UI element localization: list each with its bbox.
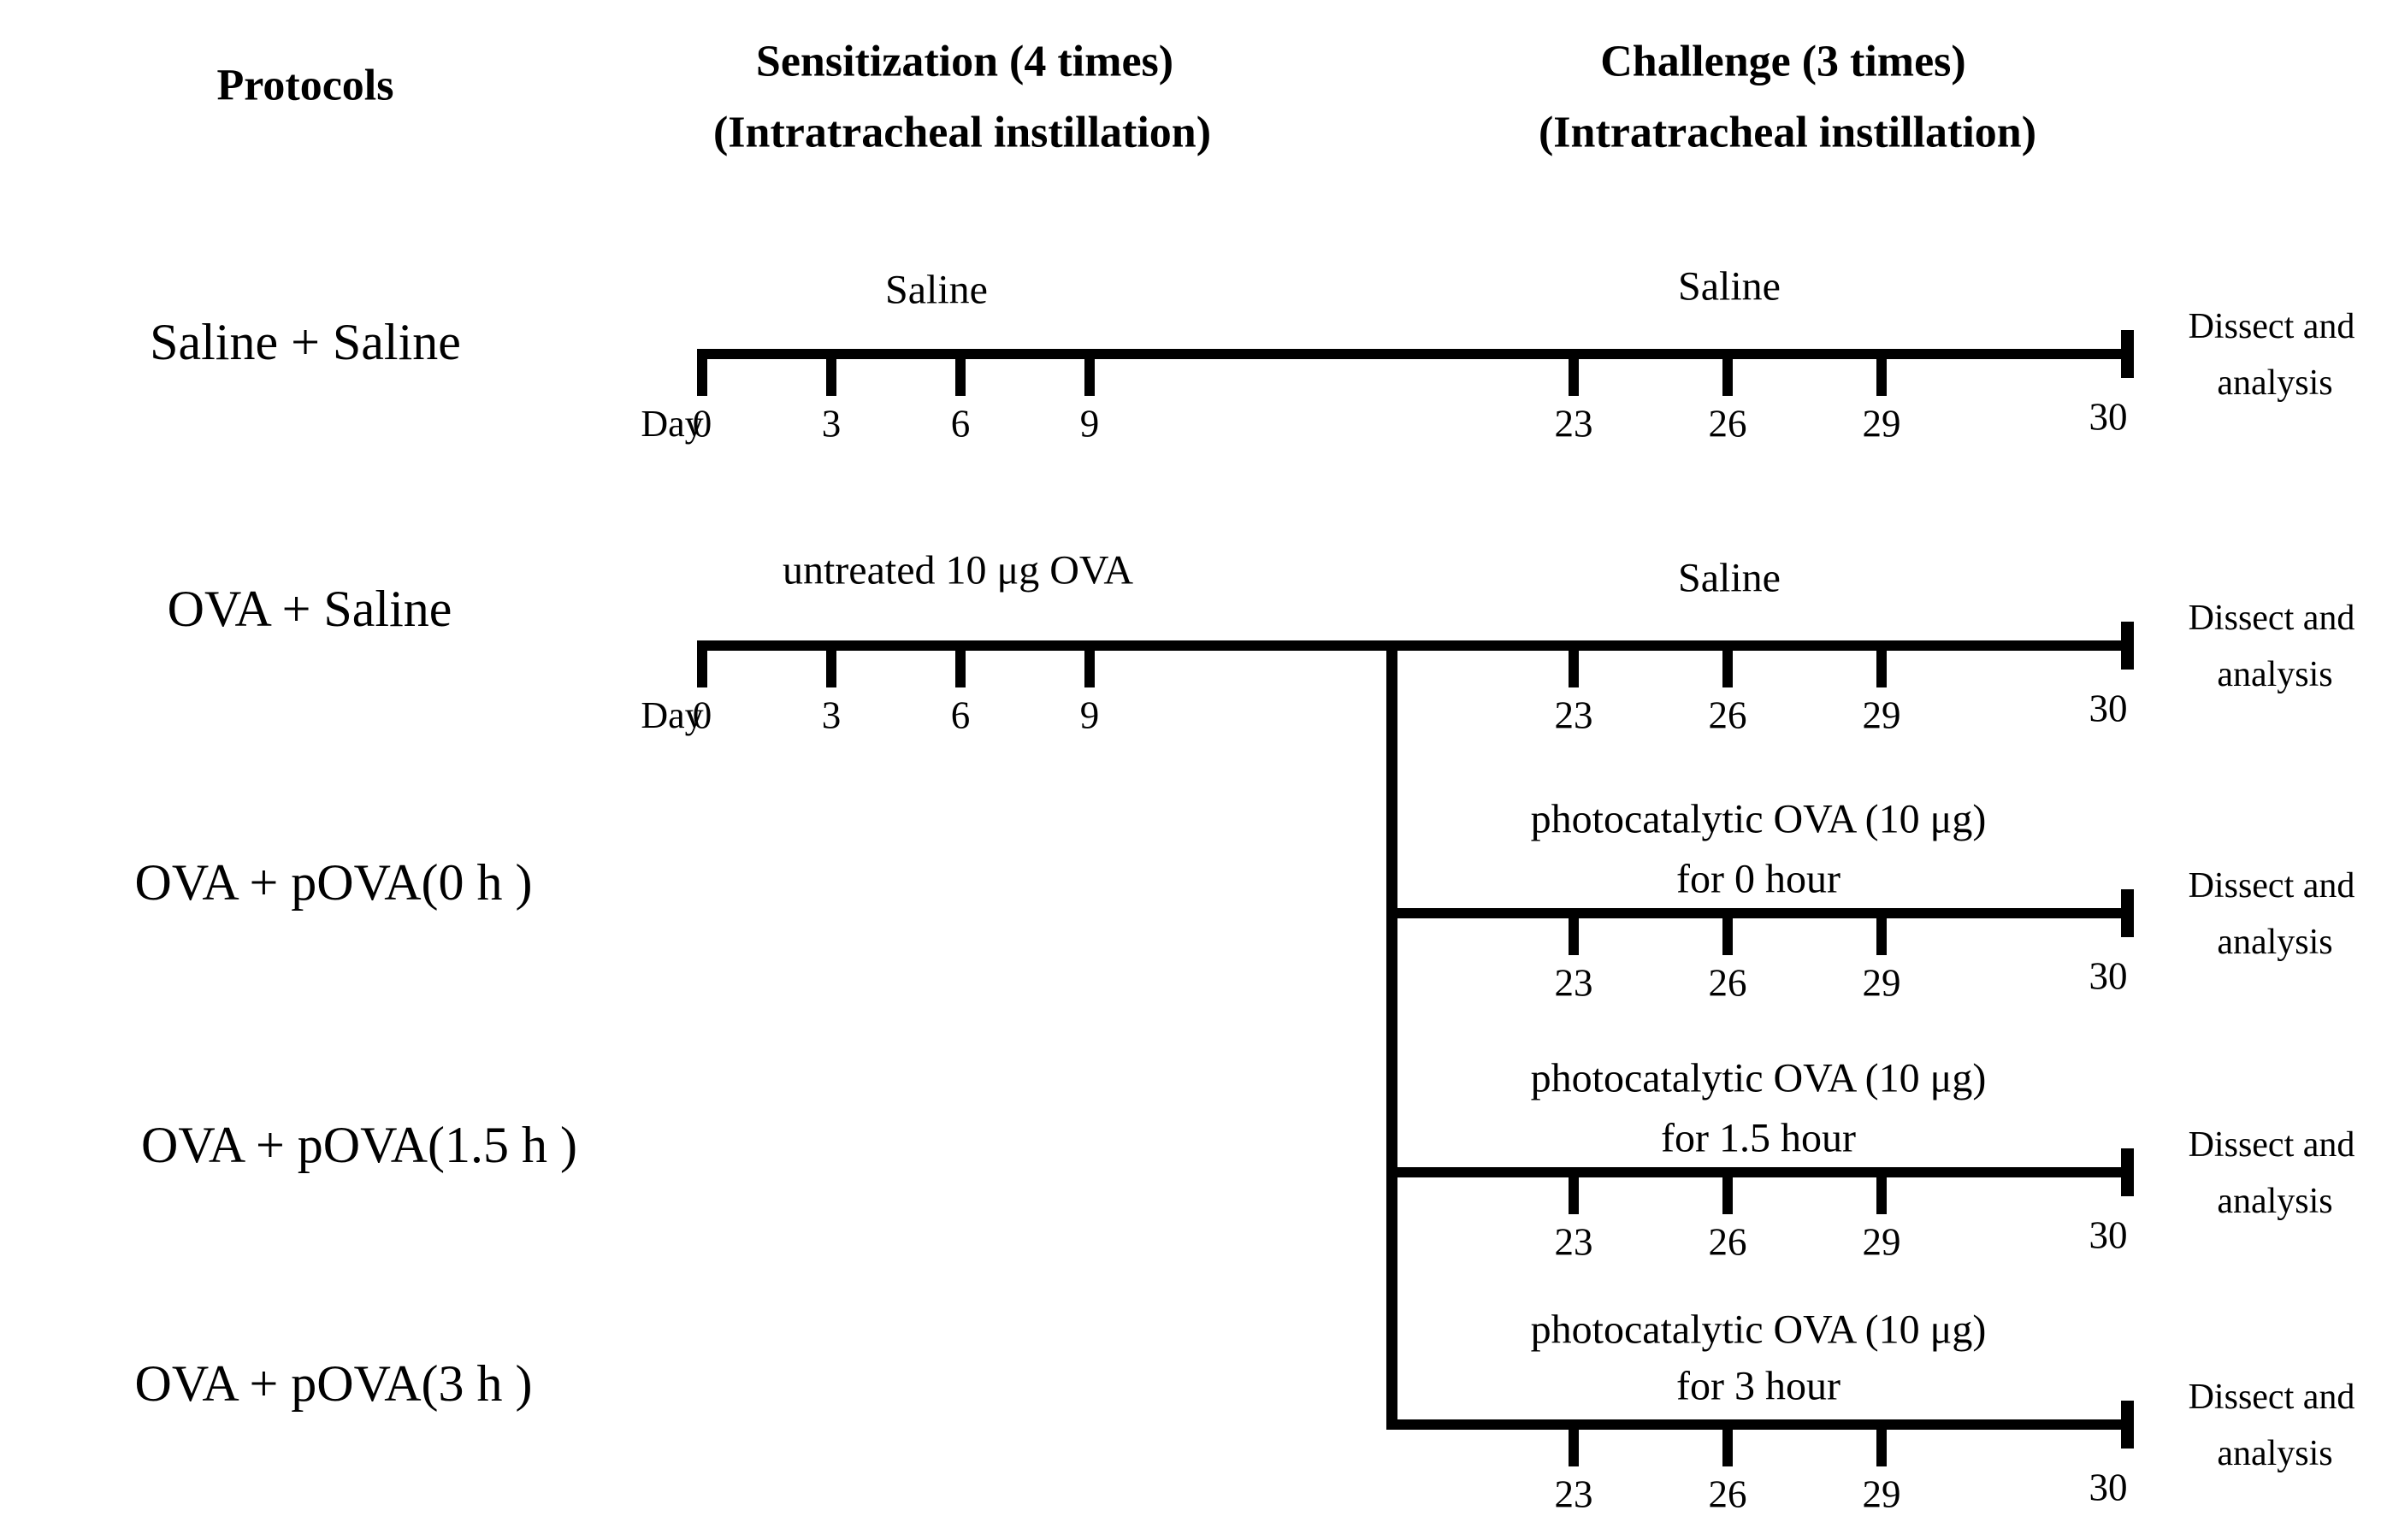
day-tick bbox=[1084, 640, 1095, 687]
day-tick bbox=[1876, 1167, 1887, 1214]
day-tick-label: 29 bbox=[1862, 402, 1901, 445]
timeline-end-tick bbox=[2121, 622, 2134, 670]
day-tick-label-end: 30 bbox=[2089, 1466, 2128, 1509]
timeline-end-tick bbox=[2121, 1401, 2134, 1449]
challenge-treatment-label: photocatalytic OVA (10 μg) bbox=[1530, 1307, 1987, 1353]
day-axis-label: Day bbox=[641, 693, 704, 736]
timeline-line bbox=[1386, 1167, 2134, 1177]
day-tick bbox=[1722, 640, 1733, 687]
timeline-end-tick bbox=[2121, 330, 2134, 378]
column-header-sensitization-line2: (Intratracheal instillation) bbox=[712, 108, 1212, 157]
day-tick bbox=[955, 349, 966, 396]
day-tick-label: 29 bbox=[1862, 961, 1901, 1005]
protocol-label: OVA + pOVA(3 h ) bbox=[134, 1355, 533, 1412]
day-tick bbox=[1722, 1419, 1733, 1466]
day-tick bbox=[1876, 349, 1887, 396]
day-tick bbox=[697, 349, 707, 396]
day-tick-label: 3 bbox=[821, 402, 842, 445]
dissect-note-line2: analysis bbox=[2217, 1433, 2333, 1473]
day-tick bbox=[1569, 908, 1579, 955]
dissect-note-line1: Dissect and bbox=[2188, 598, 2355, 638]
dissect-note-line2: analysis bbox=[2217, 363, 2333, 403]
timeline-line bbox=[1386, 1419, 2134, 1430]
day-tick-label: 23 bbox=[1554, 1472, 1593, 1516]
dissect-note-line2: analysis bbox=[2217, 654, 2333, 694]
day-tick-label: 26 bbox=[1708, 961, 1747, 1005]
timeline-line bbox=[697, 349, 2134, 359]
day-tick-label: 9 bbox=[1079, 693, 1100, 737]
day-tick-label: 23 bbox=[1554, 1220, 1593, 1264]
challenge-treatment-label-line2: for 0 hour bbox=[1676, 856, 1840, 902]
challenge-treatment-label: Saline bbox=[1678, 263, 1781, 310]
day-tick bbox=[1722, 1167, 1733, 1214]
protocol-label: OVA + Saline bbox=[167, 581, 452, 637]
challenge-treatment-label-line2: for 1.5 hour bbox=[1661, 1115, 1856, 1161]
day-tick bbox=[1569, 640, 1579, 687]
day-tick-label: 9 bbox=[1079, 402, 1100, 445]
day-tick-label: 29 bbox=[1862, 1220, 1901, 1264]
sensitization-treatment-label: untreated 10 μg OVA bbox=[782, 547, 1134, 593]
day-tick-label: 6 bbox=[950, 402, 971, 445]
day-tick bbox=[826, 640, 836, 687]
day-tick-label: 29 bbox=[1862, 693, 1901, 737]
column-header-sensitization-line1: Sensitization (4 times) bbox=[755, 37, 1174, 86]
dissect-note-line1: Dissect and bbox=[2188, 306, 2355, 346]
day-tick-label-end: 30 bbox=[2089, 1213, 2128, 1257]
day-tick bbox=[1722, 349, 1733, 396]
day-tick-label: 0 bbox=[692, 693, 712, 737]
dissect-note-line1: Dissect and bbox=[2188, 1124, 2355, 1165]
day-tick-label: 3 bbox=[821, 693, 842, 737]
day-tick bbox=[1084, 349, 1095, 396]
day-tick bbox=[1876, 1419, 1887, 1466]
day-tick-label-end: 30 bbox=[2089, 954, 2128, 998]
challenge-treatment-label: Saline bbox=[1678, 555, 1781, 601]
day-tick bbox=[1876, 640, 1887, 687]
protocol-label: OVA + pOVA(1.5 h ) bbox=[141, 1117, 577, 1173]
timeline-line bbox=[697, 640, 2134, 651]
day-tick-label: 0 bbox=[692, 402, 712, 445]
day-tick-label: 26 bbox=[1708, 1472, 1747, 1516]
column-header-challenge-line1: Challenge (3 times) bbox=[1600, 37, 1966, 86]
challenge-treatment-label-line2: for 3 hour bbox=[1676, 1363, 1840, 1409]
day-tick bbox=[1876, 908, 1887, 955]
day-tick bbox=[1569, 349, 1579, 396]
challenge-treatment-label: photocatalytic OVA (10 μg) bbox=[1530, 796, 1987, 842]
branch-connector-line bbox=[1386, 640, 1397, 1430]
challenge-treatment-label: photocatalytic OVA (10 μg) bbox=[1530, 1055, 1987, 1101]
day-tick bbox=[697, 640, 707, 687]
day-axis-label: Day bbox=[641, 402, 704, 445]
dissect-note-line2: analysis bbox=[2217, 922, 2333, 962]
protocol-label: OVA + pOVA(0 h ) bbox=[134, 854, 533, 911]
column-header-protocols: Protocols bbox=[216, 61, 394, 110]
day-tick bbox=[826, 349, 836, 396]
day-tick bbox=[1569, 1419, 1579, 1466]
day-tick-label: 26 bbox=[1708, 402, 1747, 445]
day-tick bbox=[955, 640, 966, 687]
day-tick bbox=[1722, 908, 1733, 955]
timeline-line bbox=[1386, 908, 2134, 918]
day-tick-label: 29 bbox=[1862, 1472, 1901, 1516]
timeline-end-tick bbox=[2121, 889, 2134, 937]
day-tick bbox=[1569, 1167, 1579, 1214]
day-tick-label-end: 30 bbox=[2089, 687, 2128, 730]
timeline-end-tick bbox=[2121, 1148, 2134, 1196]
day-tick-label: 23 bbox=[1554, 693, 1593, 737]
day-tick-label: 6 bbox=[950, 693, 971, 737]
day-tick-label: 26 bbox=[1708, 693, 1747, 737]
day-tick-label: 23 bbox=[1554, 402, 1593, 445]
day-tick-label-end: 30 bbox=[2089, 395, 2128, 439]
dissect-note-line1: Dissect and bbox=[2188, 1377, 2355, 1417]
sensitization-treatment-label: Saline bbox=[885, 267, 988, 313]
column-header-challenge-line2: (Intratracheal instillation) bbox=[1538, 108, 2037, 157]
dissect-note-line1: Dissect and bbox=[2188, 865, 2355, 906]
dissect-note-line2: analysis bbox=[2217, 1181, 2333, 1221]
day-tick-label: 23 bbox=[1554, 961, 1593, 1005]
day-tick-label: 26 bbox=[1708, 1220, 1747, 1264]
protocol-label: Saline + Saline bbox=[150, 314, 461, 370]
